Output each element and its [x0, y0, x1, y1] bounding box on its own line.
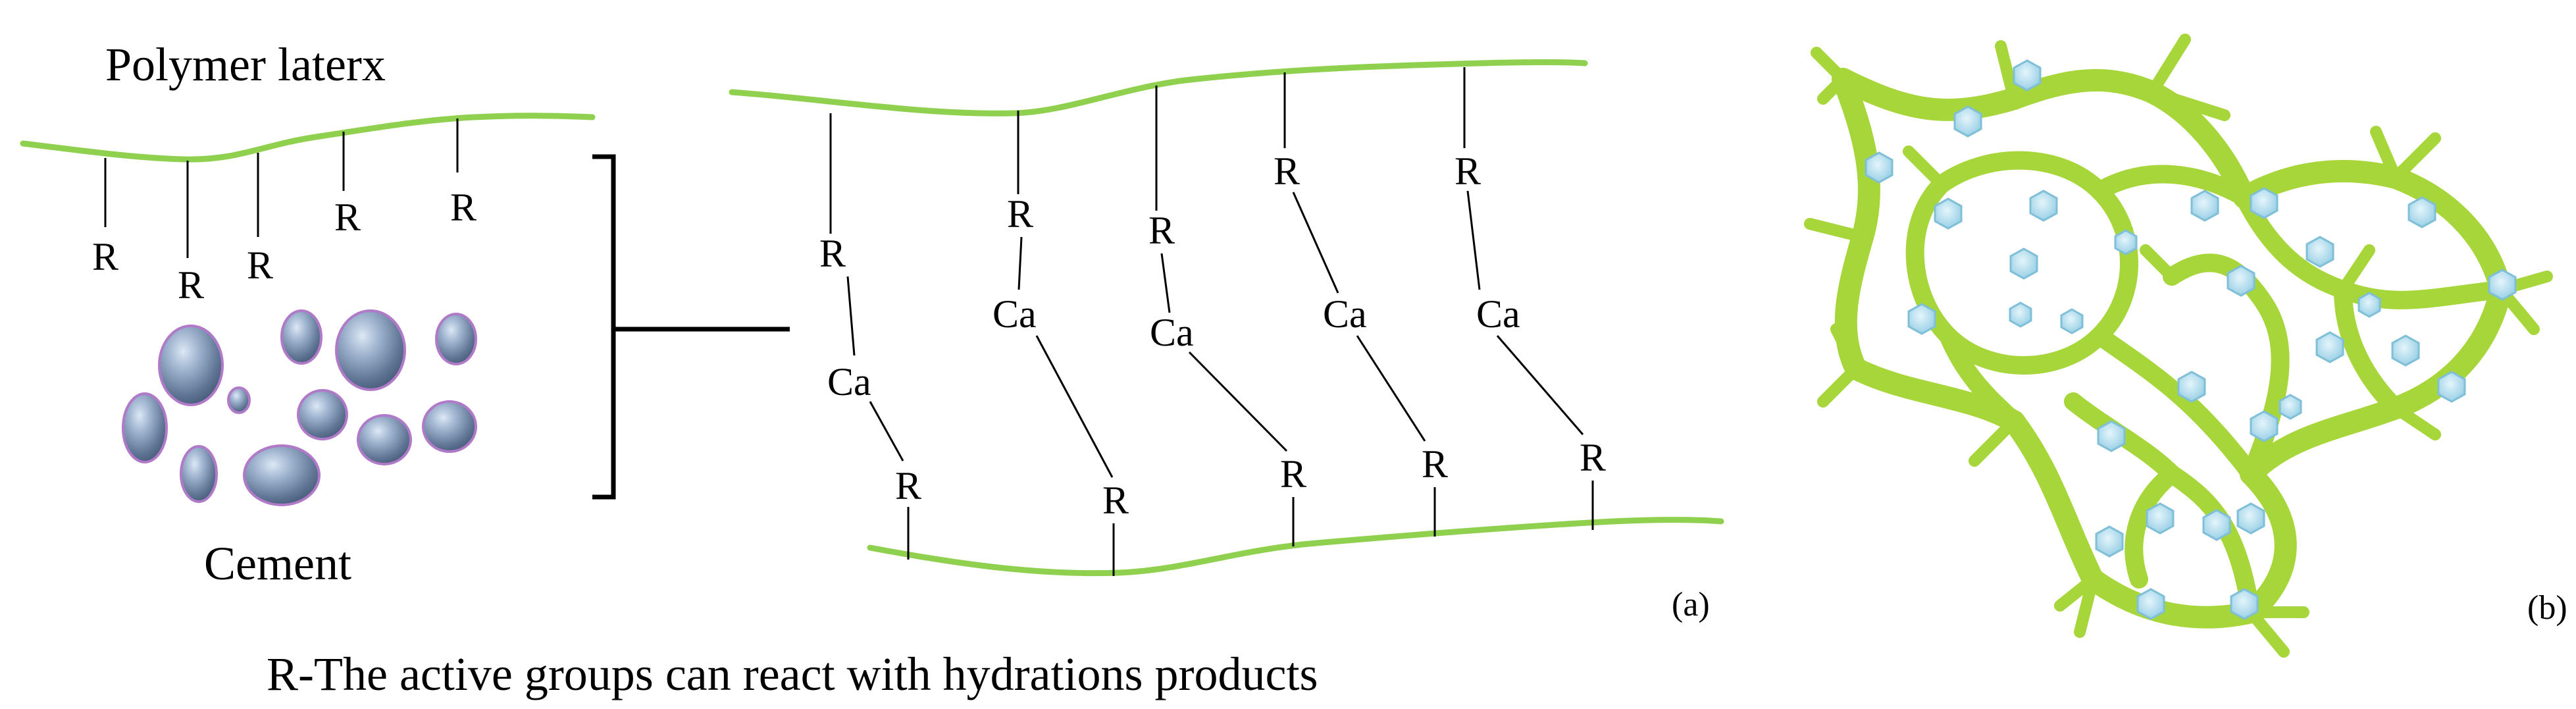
r-label: R	[450, 186, 477, 229]
hydration-crystal	[2029, 190, 2058, 222]
hydration-crystal	[2391, 334, 2420, 367]
hydration-crystal	[2227, 265, 2255, 297]
cement-label: Cement	[204, 537, 351, 590]
hydration-crystal	[2009, 302, 2032, 328]
network-strands	[1804, 34, 2553, 658]
hydration-crystal	[1907, 303, 1936, 335]
panel-a-label: (a)	[1672, 586, 1710, 623]
cement-particle	[280, 309, 322, 365]
caption: R-The active groups can react with hydra…	[267, 648, 1318, 700]
left-active-groups	[104, 118, 459, 258]
cement-particle	[180, 445, 218, 503]
r-label: R	[1280, 452, 1306, 496]
ca-label: Ca	[827, 360, 871, 404]
hydration-crystal	[2357, 292, 2381, 318]
hydration-crystal	[2202, 509, 2231, 541]
hydration-crystal	[2250, 410, 2279, 442]
ca-label: Ca	[1323, 292, 1367, 336]
r-label: R	[819, 232, 846, 275]
cement-particle	[122, 392, 168, 463]
hydration-crystal	[2488, 269, 2517, 301]
bracket-connector	[592, 154, 790, 500]
r-label: R	[92, 235, 118, 278]
hydration-crystal	[2146, 502, 2175, 535]
cement-particle	[297, 389, 348, 440]
latex-line-left	[20, 113, 596, 163]
hydration-crystal	[2095, 525, 2124, 558]
r-label: R	[1422, 442, 1448, 486]
hydration-crystal	[2136, 588, 2165, 620]
r-label: R	[247, 244, 273, 287]
latex-line-bottom	[867, 517, 1724, 577]
hydration-crystal	[2013, 59, 2042, 92]
hydration-crystal	[2060, 308, 2084, 334]
hydration-crystal	[2250, 187, 2279, 219]
r-label: R	[1007, 192, 1033, 236]
ca-label: Ca	[1476, 292, 1520, 336]
r-label: R	[1274, 149, 1300, 193]
left-r-labels: R R R R R	[92, 186, 477, 307]
cement-particle	[243, 444, 321, 506]
hydration-crystal	[2190, 190, 2219, 222]
r-label: R	[178, 263, 204, 307]
hydration-crystal	[2306, 236, 2334, 268]
crosslink-labels: R Ca R R Ca R R Ca R R Ca R R Ca R	[819, 149, 1606, 522]
hydration-crystal	[2408, 196, 2436, 228]
hydration-crystal	[2236, 502, 2265, 535]
hydration-crystal	[1953, 105, 1982, 138]
hydration-crystal	[2230, 588, 2259, 620]
cement-particle	[335, 309, 406, 391]
ca-label: Ca	[992, 292, 1037, 336]
hydration-crystal	[2009, 248, 2038, 280]
crosslink-bonds	[829, 67, 1594, 576]
r-label: R	[1580, 436, 1606, 479]
r-label: R	[1102, 479, 1129, 522]
r-label: R	[1455, 149, 1481, 193]
hydration-crystal	[2279, 394, 2302, 420]
cement-particle	[227, 386, 251, 414]
panel-b-label: (b)	[2527, 589, 2567, 627]
hydration-crystal	[1865, 151, 1893, 184]
latex-line-top	[729, 59, 1588, 117]
hydration-crystal	[2177, 371, 2206, 403]
hydration-crystal	[2437, 371, 2466, 403]
r-label: R	[895, 464, 921, 508]
cement-particle	[357, 414, 412, 465]
cement-particles	[122, 309, 477, 506]
cement-particle	[422, 400, 477, 453]
polymer-network	[1804, 34, 2553, 658]
r-label: R	[334, 196, 361, 239]
hydration-crystal	[2315, 331, 2344, 363]
hydration-crystal	[2097, 420, 2126, 452]
hydration-crystal	[2114, 229, 2138, 255]
hydration-crystals	[1865, 59, 2517, 620]
hydration-crystal	[1934, 197, 1963, 230]
cement-particle	[435, 313, 477, 365]
ca-label: Ca	[1150, 311, 1194, 354]
polymer-label: Polymer laterx	[105, 38, 386, 91]
cement-particle	[158, 325, 224, 406]
r-label: R	[1148, 209, 1175, 252]
